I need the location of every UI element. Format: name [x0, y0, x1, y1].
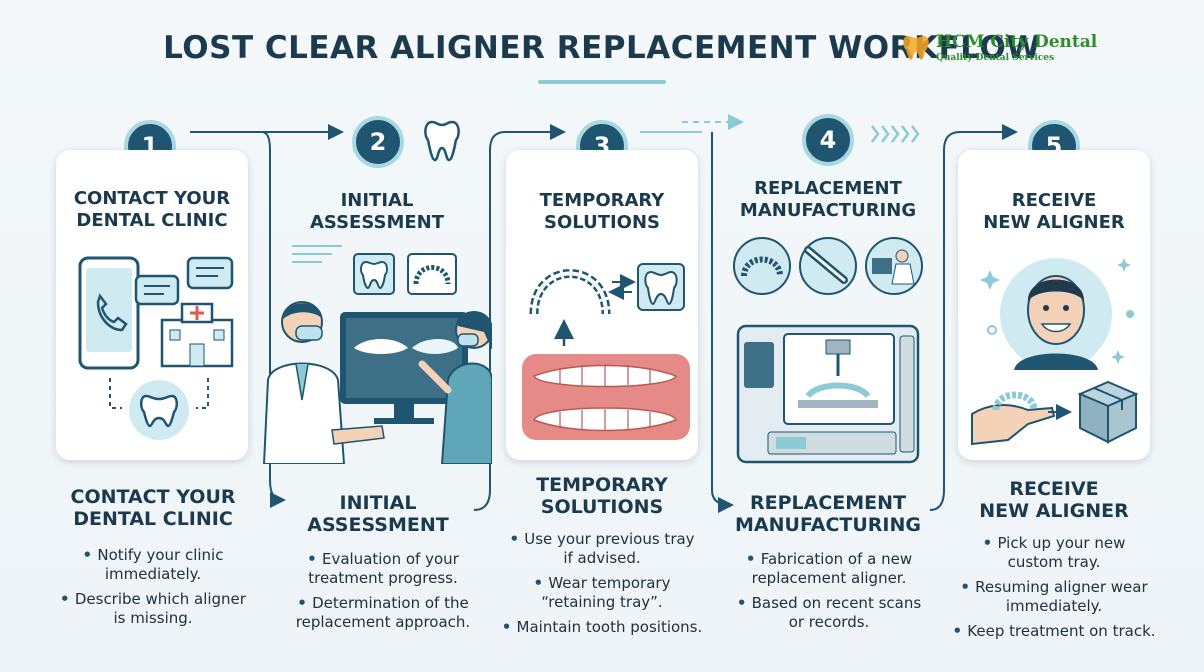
tooth-icon [353, 253, 395, 295]
title-underline [538, 80, 666, 84]
step-5-bullet: Pick up your new custom tray. [939, 534, 1169, 572]
step-4-number-badge: 4 [802, 114, 854, 166]
tooth-icon [129, 380, 189, 440]
step-4-title: REPLACEMENT MANUFACTURING [735, 492, 921, 536]
package-icon [1077, 380, 1139, 444]
step-4-bullets: Fabrication of a new replacement aligner… [714, 550, 944, 638]
step-1-card: CONTACT YOUR DENTAL CLINIC [56, 150, 248, 460]
step-2-bullet: Evaluation of your treatment progress. [268, 550, 498, 588]
step-1-card-title: CONTACT YOUR DENTAL CLINIC [73, 188, 231, 231]
tooth-icon [637, 263, 685, 311]
step-3-card: TEMPORARY SOLUTIONS [506, 150, 698, 460]
step-5-bullets: Pick up your new custom tray. Resuming a… [939, 534, 1169, 647]
logo-name: HCM City Dental [936, 32, 1098, 52]
step-5-bullet: Keep treatment on track. [939, 622, 1169, 641]
step-1-bullet: Describe which aligner is missing. [38, 590, 268, 628]
step-2-card-title: INITIAL ASSESSMENT [309, 190, 444, 233]
step-5-card: RECEIVE NEW ALIGNER [958, 150, 1150, 460]
step-4-card-title: REPLACEMENT MANUFACTURING [739, 178, 917, 221]
tooth-logo-icon [903, 36, 929, 60]
hand-aligner-icon [971, 391, 1072, 446]
phone-icon [78, 256, 140, 370]
step-4-bullet: Fabrication of a new replacement aligner… [714, 550, 944, 588]
dentist-icon [262, 301, 385, 464]
patient-icon [1000, 258, 1112, 370]
step-2-title: INITIAL ASSESSMENT [307, 492, 449, 536]
chat-icon [134, 256, 234, 306]
clinic-logo: HCM City Dental Quality Dental Services [900, 32, 1100, 68]
scanner-icon [799, 237, 857, 295]
step-2-bullet: Determination of the replacement approac… [268, 594, 498, 632]
step-4-bullet: Based on recent scans or records. [714, 594, 944, 632]
step-3-bullet: Wear temporary “retaining tray”. [487, 574, 717, 612]
aligner-icon [733, 237, 791, 295]
step-3-card-title: TEMPORARY SOLUTIONS [539, 190, 665, 233]
page-title: LOST CLEAR ALIGNER REPLACEMENT WORKFLOW [163, 30, 1041, 66]
technician-icon [865, 237, 923, 295]
aligner-icon [529, 269, 611, 315]
clinic-building-icon [160, 302, 234, 368]
step-3-bullet: Maintain tooth positions. [487, 618, 717, 637]
step-2-number-badge: 2 [352, 116, 404, 168]
assistant-icon [418, 311, 492, 464]
step-1-bullet: Notify your clinic immediately. [38, 546, 268, 584]
step-5-title: RECEIVE NEW ALIGNER [979, 478, 1129, 522]
teeth-smile-icon [522, 354, 690, 440]
step-3-title: TEMPORARY SOLUTIONS [536, 474, 668, 518]
3d-printer-icon [736, 324, 920, 464]
step-1-title: CONTACT YOUR DENTAL CLINIC [70, 486, 236, 530]
step-5-bullet: Resuming aligner wear immediately. [939, 578, 1169, 616]
step-5-card-title: RECEIVE NEW ALIGNER [983, 190, 1125, 233]
step-3-bullet: Use your previous tray if advised. [487, 530, 717, 568]
aligner-icon [407, 253, 457, 295]
step-1-bullets: Notify your clinic immediately. Describe… [38, 546, 268, 634]
tooth-icon [424, 120, 460, 162]
step-3-bullets: Use your previous tray if advised. Wear … [487, 530, 717, 643]
logo-tagline: Quality Dental Services [936, 53, 1055, 63]
step-2-bullets: Evaluation of your treatment progress. D… [268, 550, 498, 638]
